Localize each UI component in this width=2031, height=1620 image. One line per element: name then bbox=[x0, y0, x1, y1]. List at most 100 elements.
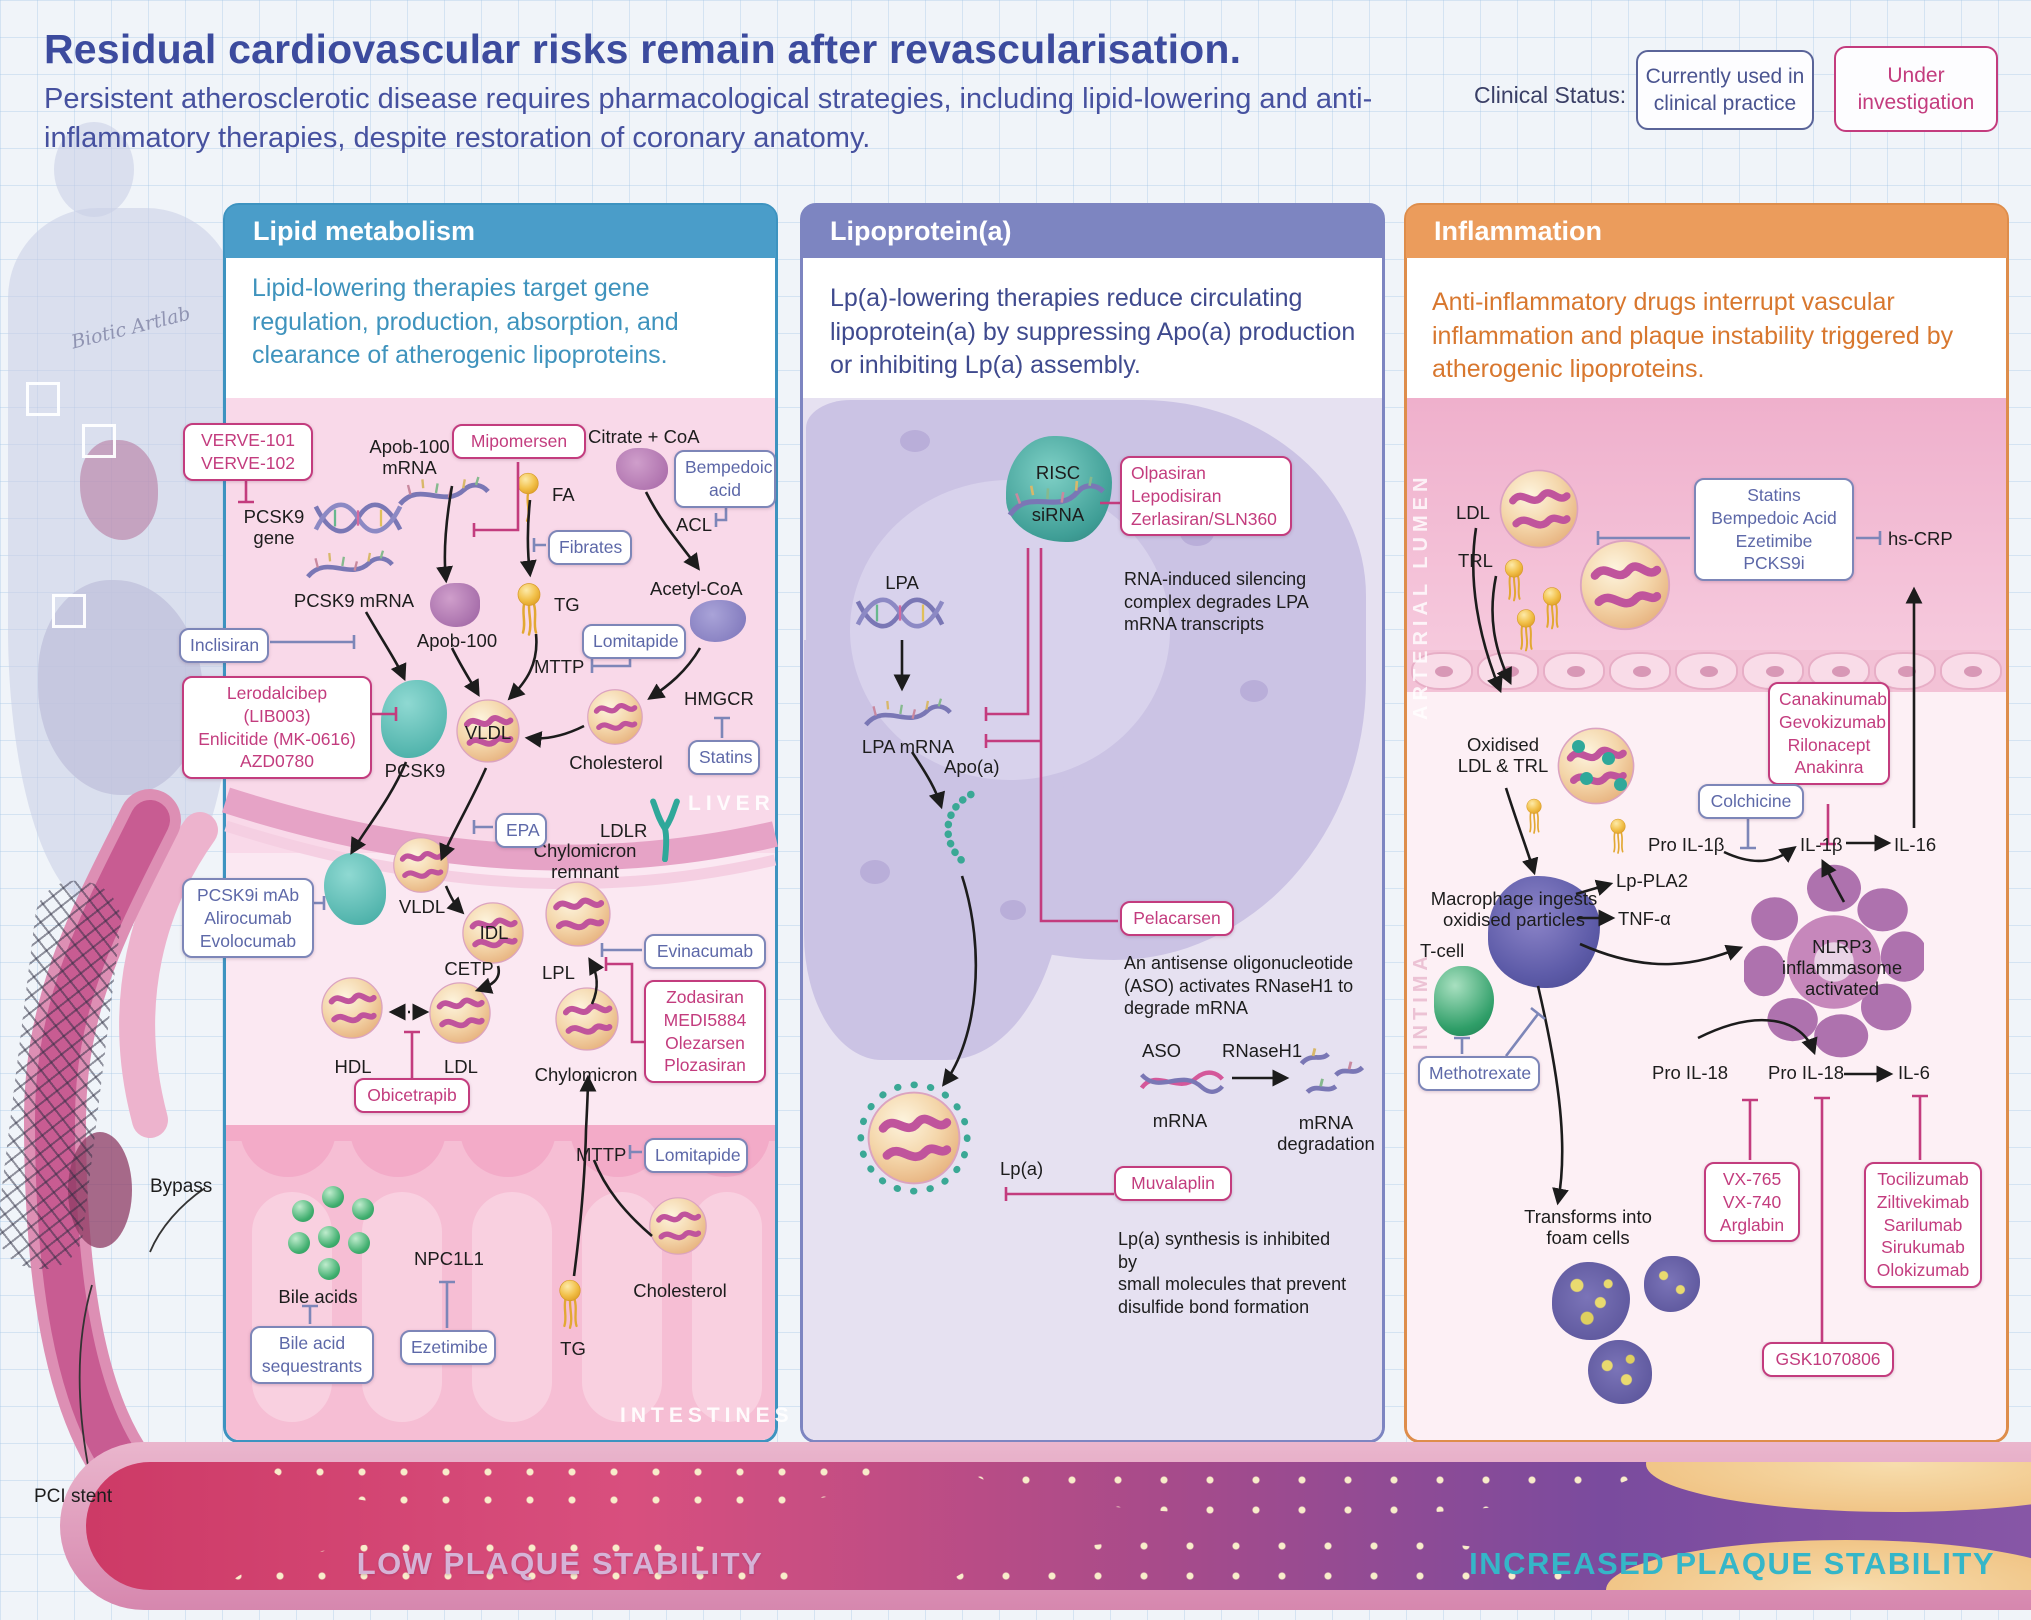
bile-acid-dot bbox=[322, 1186, 344, 1208]
triglyceride-icon bbox=[556, 1276, 584, 1332]
plaque-deposit bbox=[966, 1462, 1646, 1516]
acetyl-coa-molecule bbox=[690, 600, 746, 642]
label-tcell: T-cell bbox=[1420, 940, 1465, 961]
bile-acid-dot bbox=[348, 1232, 370, 1254]
label-pro-il18-right: Pro IL-18 bbox=[1768, 1062, 1845, 1083]
drug-methotrexate: Methotrexate bbox=[1418, 1056, 1540, 1091]
drug-vx: VX-765 VX-740 Arglabin bbox=[1704, 1162, 1800, 1243]
pci-stent-label: PCI stent bbox=[34, 1486, 113, 1507]
dna-icon bbox=[854, 592, 946, 634]
oxidation-dot bbox=[1614, 778, 1627, 791]
label-lpa-gene: LPA bbox=[885, 572, 919, 593]
label-idl: IDL bbox=[479, 922, 509, 943]
legend-under-investigation: Under investigation bbox=[1834, 46, 1998, 132]
label-lpl: LPL bbox=[542, 962, 575, 983]
dna-icon bbox=[312, 496, 404, 540]
label-sirna: siRNA bbox=[1031, 504, 1085, 525]
drug-zodasiran: Zodasiran MEDI5884 Olezarsen Plozasiran bbox=[644, 980, 766, 1083]
label-hmgcr: HMGCR bbox=[684, 688, 754, 709]
lpa-particle bbox=[856, 1080, 972, 1196]
bile-acid-dot bbox=[318, 1226, 340, 1248]
intestines-illustration bbox=[38, 580, 203, 795]
drug-obicetrapib: Obicetrapib bbox=[354, 1078, 470, 1113]
drug-gsk: GSK1070806 bbox=[1762, 1342, 1894, 1377]
drug-statins: Statins bbox=[688, 740, 760, 775]
label-lp-pla2: Lp-PLA2 bbox=[1616, 870, 1688, 891]
label-mrna: mRNA bbox=[1152, 1110, 1208, 1131]
plaque-deposit bbox=[266, 1462, 906, 1516]
drug-canakinumab: Canakinumab Gevokizumab Rilonacept Anaki… bbox=[1768, 682, 1890, 785]
mrna-icon bbox=[396, 474, 492, 512]
label-cholesterol2: Cholesterol bbox=[633, 1280, 727, 1301]
vldl-particle bbox=[392, 836, 450, 894]
panel-lipid-intro: Lipid-lowering therapies target gene reg… bbox=[252, 274, 679, 369]
label-citrate-coa: Citrate + CoA bbox=[588, 426, 700, 447]
label-fa: FA bbox=[552, 484, 575, 505]
label-pcsk9-gene: PCSK9 gene bbox=[243, 506, 305, 549]
trl-icon bbox=[1540, 584, 1564, 632]
label-il16: IL-16 bbox=[1894, 834, 1937, 855]
label-il6: IL-6 bbox=[1898, 1062, 1930, 1083]
oxidised-trl-icon bbox=[1524, 796, 1544, 836]
drug-mipomersen: Mipomersen bbox=[452, 424, 586, 459]
citrate-molecule bbox=[616, 448, 668, 490]
watermark-arterial-lumen: ARTERIAL LUMEN bbox=[1410, 472, 1432, 720]
label-pro-il18-left: Pro IL-18 bbox=[1652, 1062, 1729, 1083]
low-plaque-stability-label: LOW PLAQUE STABILITY bbox=[356, 1546, 764, 1581]
label-npc1l1: NPC1L1 bbox=[414, 1248, 484, 1269]
intestine-fold bbox=[472, 1192, 552, 1422]
ldl-particle bbox=[1498, 468, 1580, 550]
bile-acid-dot bbox=[292, 1200, 314, 1222]
label-hdl: HDL bbox=[334, 1056, 372, 1077]
oxidation-dot bbox=[1602, 752, 1615, 765]
panel-lpa-intro: Lp(a)-lowering therapies reduce circulat… bbox=[830, 284, 1356, 379]
label-ldl: LDL bbox=[444, 1056, 478, 1077]
zoom-frame-icon bbox=[82, 424, 116, 458]
label-vldl: VLDL bbox=[464, 722, 512, 743]
oxidation-dot bbox=[1572, 740, 1585, 753]
label-pro-il1b: Pro IL-1β bbox=[1648, 834, 1725, 855]
bypass-label: Bypass bbox=[150, 1176, 213, 1197]
drug-statins-combo: Statins Bempedoic Acid Ezetimibe PCKS9i bbox=[1694, 478, 1854, 581]
label-tnfa: TNF-α bbox=[1618, 908, 1671, 929]
label-hscrp: hs-CRP bbox=[1888, 528, 1953, 549]
cell-speckle bbox=[1240, 680, 1268, 702]
label-nlrp3: NLRP3 inflammasome activated bbox=[1781, 936, 1903, 1000]
drug-epa: EPA bbox=[495, 813, 547, 848]
label-cetp: CETP bbox=[444, 958, 494, 979]
oxidised-ldl-particle bbox=[1556, 726, 1636, 806]
oxidation-dot bbox=[1580, 772, 1593, 785]
aso-mrna-duplex-icon bbox=[1138, 1064, 1226, 1100]
endothelium-layer bbox=[1407, 650, 2006, 692]
trl-icon bbox=[1502, 556, 1526, 604]
label-acl: ACL bbox=[676, 514, 712, 535]
label-cholesterol: Cholesterol bbox=[569, 752, 663, 773]
label-lpa: Lp(a) bbox=[1000, 1158, 1044, 1179]
label-apoa: Apo(a) bbox=[944, 756, 1000, 777]
drug-pelacarsen: Pelacarsen bbox=[1120, 901, 1234, 936]
label-il1b: IL-1β bbox=[1800, 834, 1843, 855]
legend-clinical-practice: Currently used in clinical practice bbox=[1636, 50, 1814, 130]
drug-fibrates: Fibrates bbox=[548, 530, 632, 565]
bile-acid-dot bbox=[288, 1232, 310, 1254]
drug-colchicine: Colchicine bbox=[1698, 784, 1804, 819]
ldl-receptor-icon bbox=[648, 792, 682, 862]
label-bile-acids: Bile acids bbox=[278, 1286, 358, 1307]
label-pcsk9: PCSK9 bbox=[384, 760, 446, 781]
mrna-icon bbox=[304, 548, 396, 584]
page-subtitle: Persistent atherosclerotic disease requi… bbox=[44, 83, 1373, 154]
panel-lpa-header: Lipoprotein(a) bbox=[802, 205, 1383, 258]
ldl-particle bbox=[428, 981, 492, 1045]
drug-lomitapide2: Lomitapide bbox=[644, 1138, 748, 1173]
drug-inclisiran: Inclisiran bbox=[179, 628, 269, 663]
cholesterol-particle bbox=[648, 1196, 708, 1256]
drug-lomitapide: Lomitapide bbox=[582, 624, 686, 659]
zoom-frame-icon bbox=[26, 382, 60, 416]
fatty-acid-icon bbox=[514, 468, 542, 526]
label-mttp2: MTTP bbox=[576, 1144, 627, 1165]
cell-speckle bbox=[860, 860, 890, 884]
watermark-intestines: INTESTINES bbox=[620, 1404, 794, 1427]
increased-plaque-stability-label: INCREASED PLAQUE STABILITY bbox=[1469, 1546, 1995, 1581]
panel-lipid-header: Lipid metabolism bbox=[225, 205, 776, 258]
label-ldl3: LDL bbox=[1456, 502, 1490, 523]
